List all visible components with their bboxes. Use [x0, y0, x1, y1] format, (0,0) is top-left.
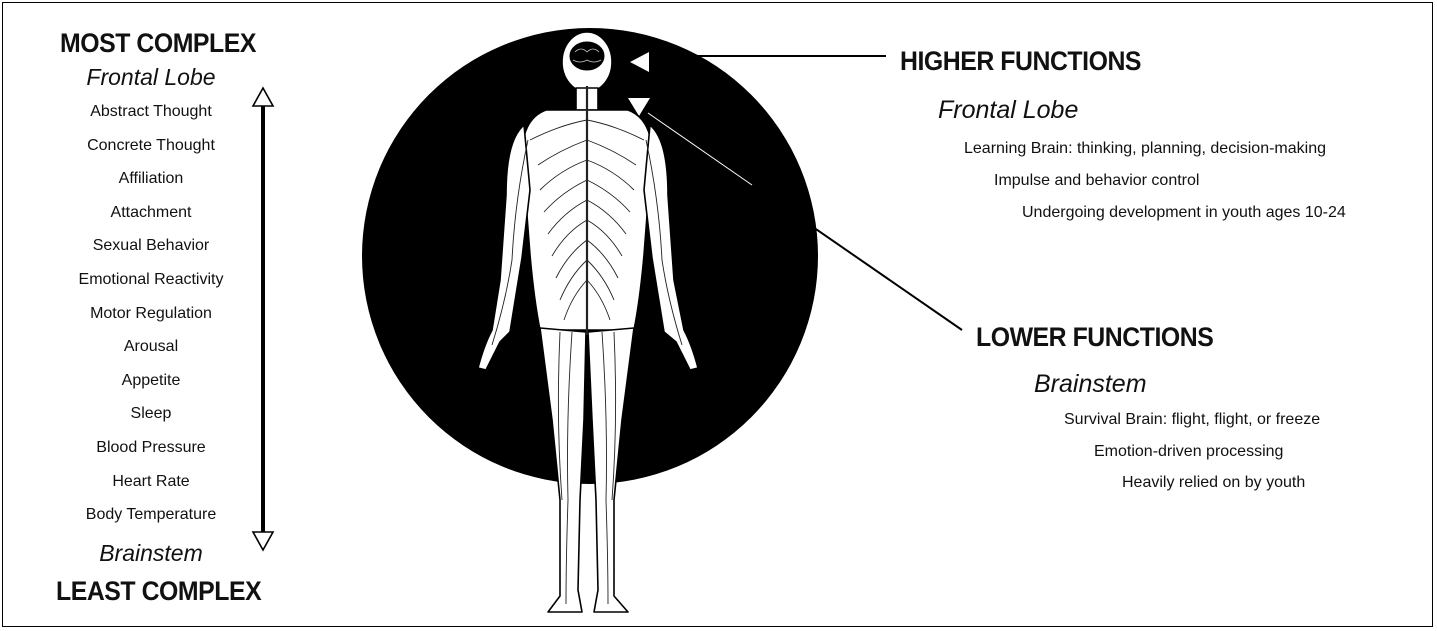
higher-function-line: Learning Brain: thinking, planning, deci… [964, 140, 1326, 158]
higher-function-line: Impulse and behavior control [994, 172, 1199, 190]
lower-function-line: Survival Brain: flight, flight, or freez… [1064, 411, 1320, 429]
lower-function-line: Emotion-driven processing [1094, 443, 1283, 461]
lower-functions-heading: LOWER FUNCTIONS [976, 322, 1213, 353]
higher-frontal-lobe-label: Frontal Lobe [938, 96, 1078, 125]
higher-functions-heading: HIGHER FUNCTIONS [900, 46, 1141, 77]
brain-icon [569, 41, 605, 71]
higher-function-line: Undergoing development in youth ages 10-… [1022, 204, 1346, 222]
lower-function-line: Heavily relied on by youth [1122, 474, 1305, 492]
lower-brainstem-label: Brainstem [1034, 370, 1147, 399]
complexity-arrow [253, 88, 273, 550]
